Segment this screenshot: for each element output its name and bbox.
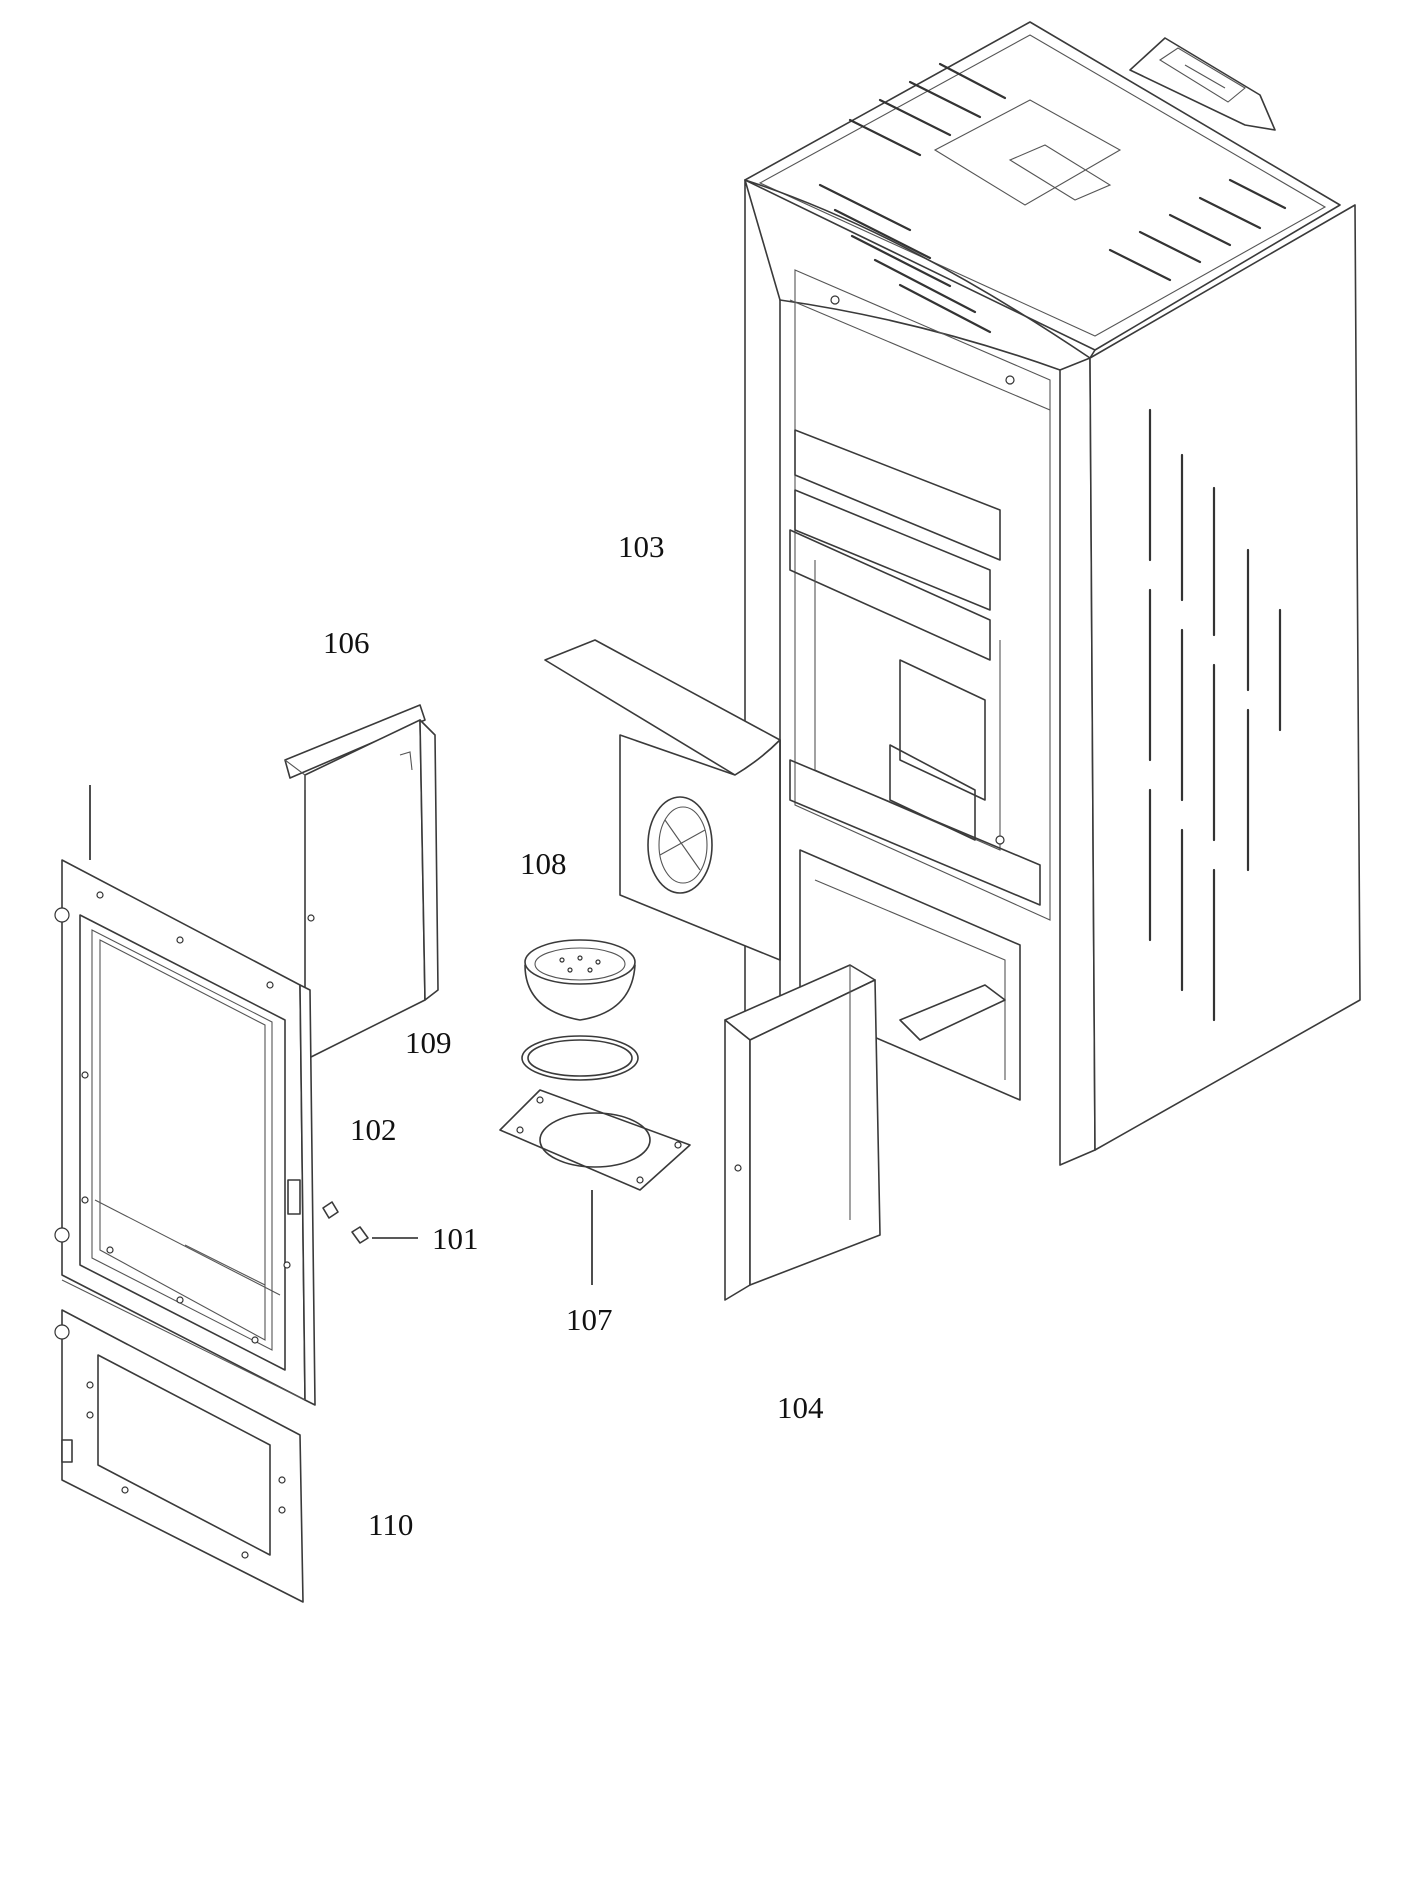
side-vent-slots <box>1148 408 1282 1022</box>
part-109-gasket <box>521 1035 639 1081</box>
label-104: 104 <box>777 1390 824 1425</box>
part-103-plate <box>544 639 781 961</box>
label-108: 108 <box>520 846 567 881</box>
part-104-shield <box>724 964 881 1301</box>
label-109: 109 <box>405 1025 452 1060</box>
label-101: 101 <box>432 1221 479 1256</box>
part-106-panel <box>284 704 439 1061</box>
label-102: 102 <box>350 1112 397 1147</box>
part-110-frame <box>54 1309 304 1603</box>
part-107-plate <box>499 1089 691 1285</box>
part-labels: 103 106 108 109 102 101 107 104 110 <box>323 529 824 1542</box>
part-102-door <box>54 785 316 1406</box>
label-107: 107 <box>566 1302 613 1337</box>
part-108-burnpot <box>524 939 636 1021</box>
top-vent-slots <box>818 62 1287 334</box>
label-106: 106 <box>323 625 370 660</box>
label-103: 103 <box>618 529 665 564</box>
control-display <box>1129 37 1276 131</box>
part-101-screws <box>322 1201 418 1244</box>
label-110: 110 <box>368 1507 413 1542</box>
stove-interior <box>789 269 1051 1101</box>
